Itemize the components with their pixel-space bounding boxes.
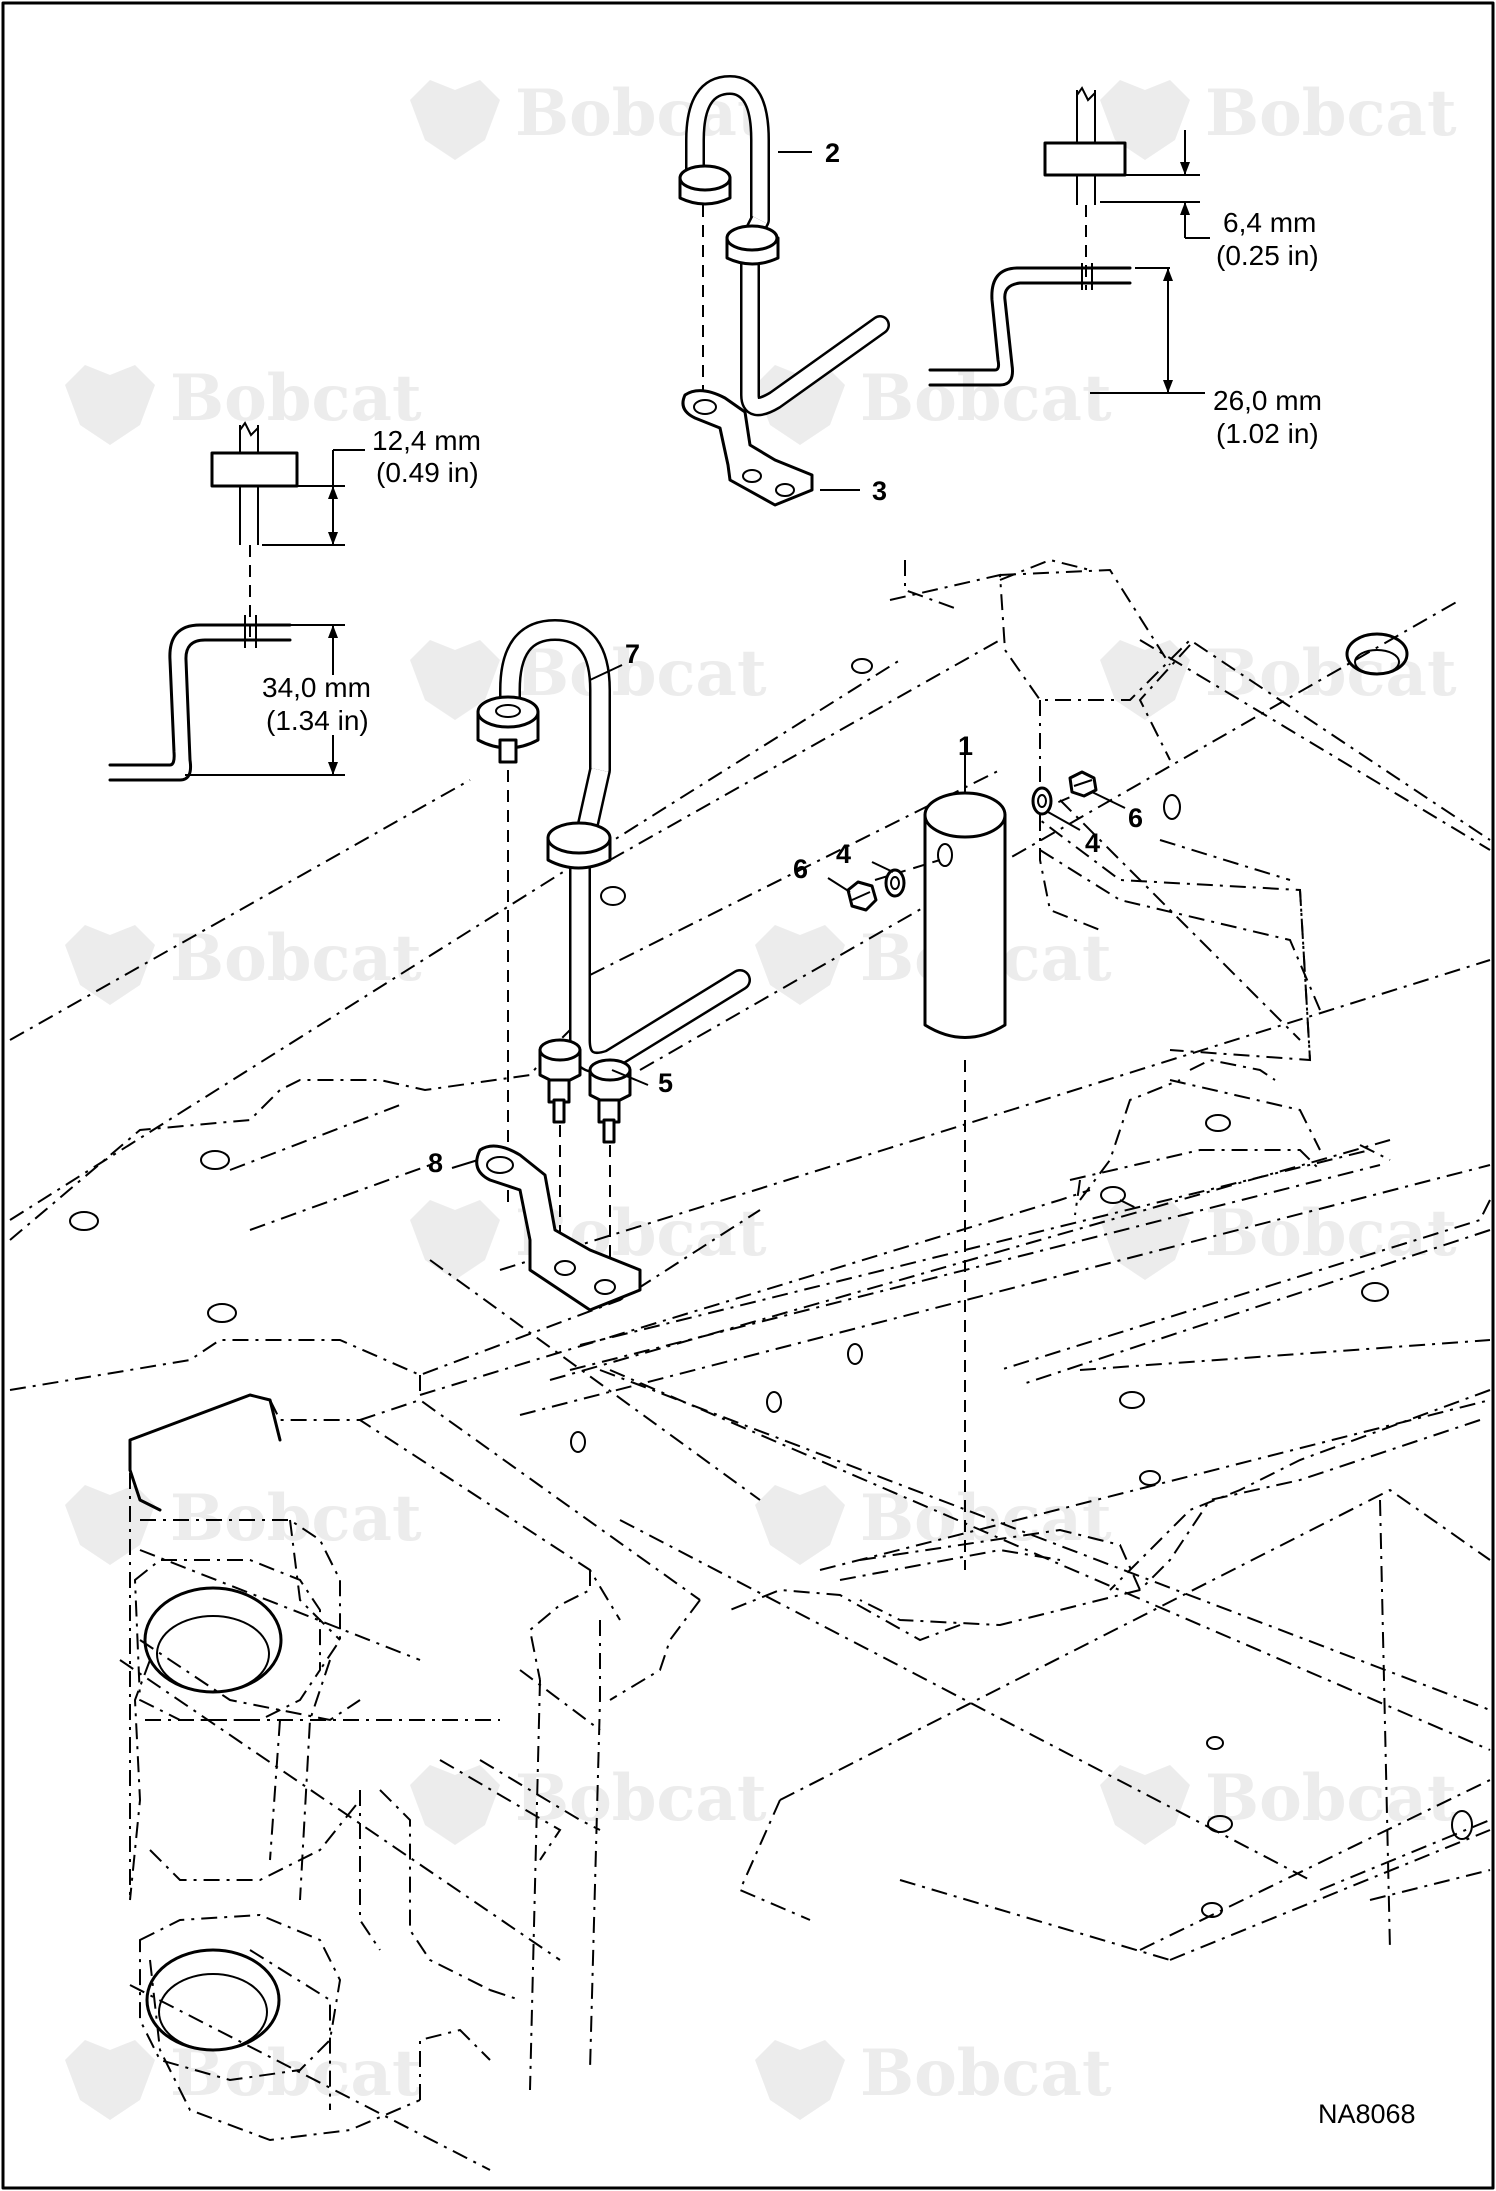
callout-6-right: 6 xyxy=(1128,803,1143,833)
washer-4-right xyxy=(1031,786,1053,816)
part-8-bracket xyxy=(475,1144,642,1312)
callout-6-left: 6 xyxy=(793,854,808,884)
watermark-text: Bobcat xyxy=(170,361,422,436)
mounting-hardware xyxy=(846,770,1101,931)
callouts: 2 3 7 1 4 6 4 6 5 8 xyxy=(428,138,1143,1178)
part-5-bolts xyxy=(538,1038,632,1290)
callout-7: 7 xyxy=(625,639,640,669)
watermark-text: Bobcat xyxy=(515,1761,767,1836)
watermark-logo: Bobcat xyxy=(1100,76,1457,160)
watermark-logo: Bobcat xyxy=(755,1481,1112,1565)
watermark-text: Bobcat xyxy=(170,921,422,996)
callout-3: 3 xyxy=(872,476,887,506)
watermark-text: Bobcat xyxy=(170,1481,422,1556)
frame-holes xyxy=(69,632,1473,1918)
callout-4-right: 4 xyxy=(1085,828,1100,858)
watermark-text: Bobcat xyxy=(515,636,767,711)
dim-34-0-imperial: (1.34 in) xyxy=(266,705,369,736)
frame-structure xyxy=(9,558,1491,2171)
part-3-bracket xyxy=(681,389,814,507)
dim-6-4-imperial: (0.25 in) xyxy=(1216,240,1319,271)
watermark-logo: Bobcat xyxy=(65,361,422,445)
watermark-logo: Bobcat xyxy=(410,636,767,720)
boom-pivot-bosses xyxy=(133,1559,342,2082)
part-1-accumulator xyxy=(923,740,1007,1570)
dim-26-0-imperial: (1.02 in) xyxy=(1216,418,1319,449)
watermark-logo: Bobcat xyxy=(410,1761,767,1845)
watermark-text: Bobcat xyxy=(1205,1761,1457,1836)
watermark-text: Bobcat xyxy=(860,2036,1112,2111)
dim-12-4-metric: 12,4 mm xyxy=(372,425,481,456)
watermark-logo: Bobcat xyxy=(755,2036,1112,2120)
watermark-logo: Bobcat xyxy=(1100,1196,1457,1280)
watermark-text: Bobcat xyxy=(1205,1196,1457,1271)
dim-34-0-metric: 34,0 mm xyxy=(262,672,371,703)
dim-12-4-imperial: (0.49 in) xyxy=(376,457,479,488)
callout-4-left: 4 xyxy=(836,839,851,869)
callout-5: 5 xyxy=(658,1068,673,1098)
watermark-logo: Bobcat xyxy=(65,921,422,1005)
watermark-logo: Bobcat xyxy=(755,361,1112,445)
callout-1: 1 xyxy=(958,731,973,761)
watermark-logo: Bobcat xyxy=(65,1481,422,1565)
callout-8: 8 xyxy=(428,1148,443,1178)
watermark-text: Bobcat xyxy=(860,1481,1112,1556)
detail-upper-left: 12,4 mm (0.49 in) 34,0 mm (1.34 in) xyxy=(108,421,481,782)
watermark-text: Bobcat xyxy=(860,361,1112,436)
callout-2: 2 xyxy=(825,138,840,168)
watermark-text: Bobcat xyxy=(1205,76,1457,151)
dim-6-4-metric: 6,4 mm xyxy=(1223,207,1316,238)
washer-4-left xyxy=(884,868,906,898)
drawing-code: NA8068 xyxy=(1318,2099,1416,2129)
dim-26-0-metric: 26,0 mm xyxy=(1213,385,1322,416)
watermark-logo: Bobcat xyxy=(1100,636,1457,720)
detail-upper-right: 6,4 mm (0.25 in) 26,0 mm (1.02 in) xyxy=(928,86,1322,449)
part-2-tube xyxy=(678,75,890,417)
watermark-logo: Bobcat xyxy=(1100,1761,1457,1845)
